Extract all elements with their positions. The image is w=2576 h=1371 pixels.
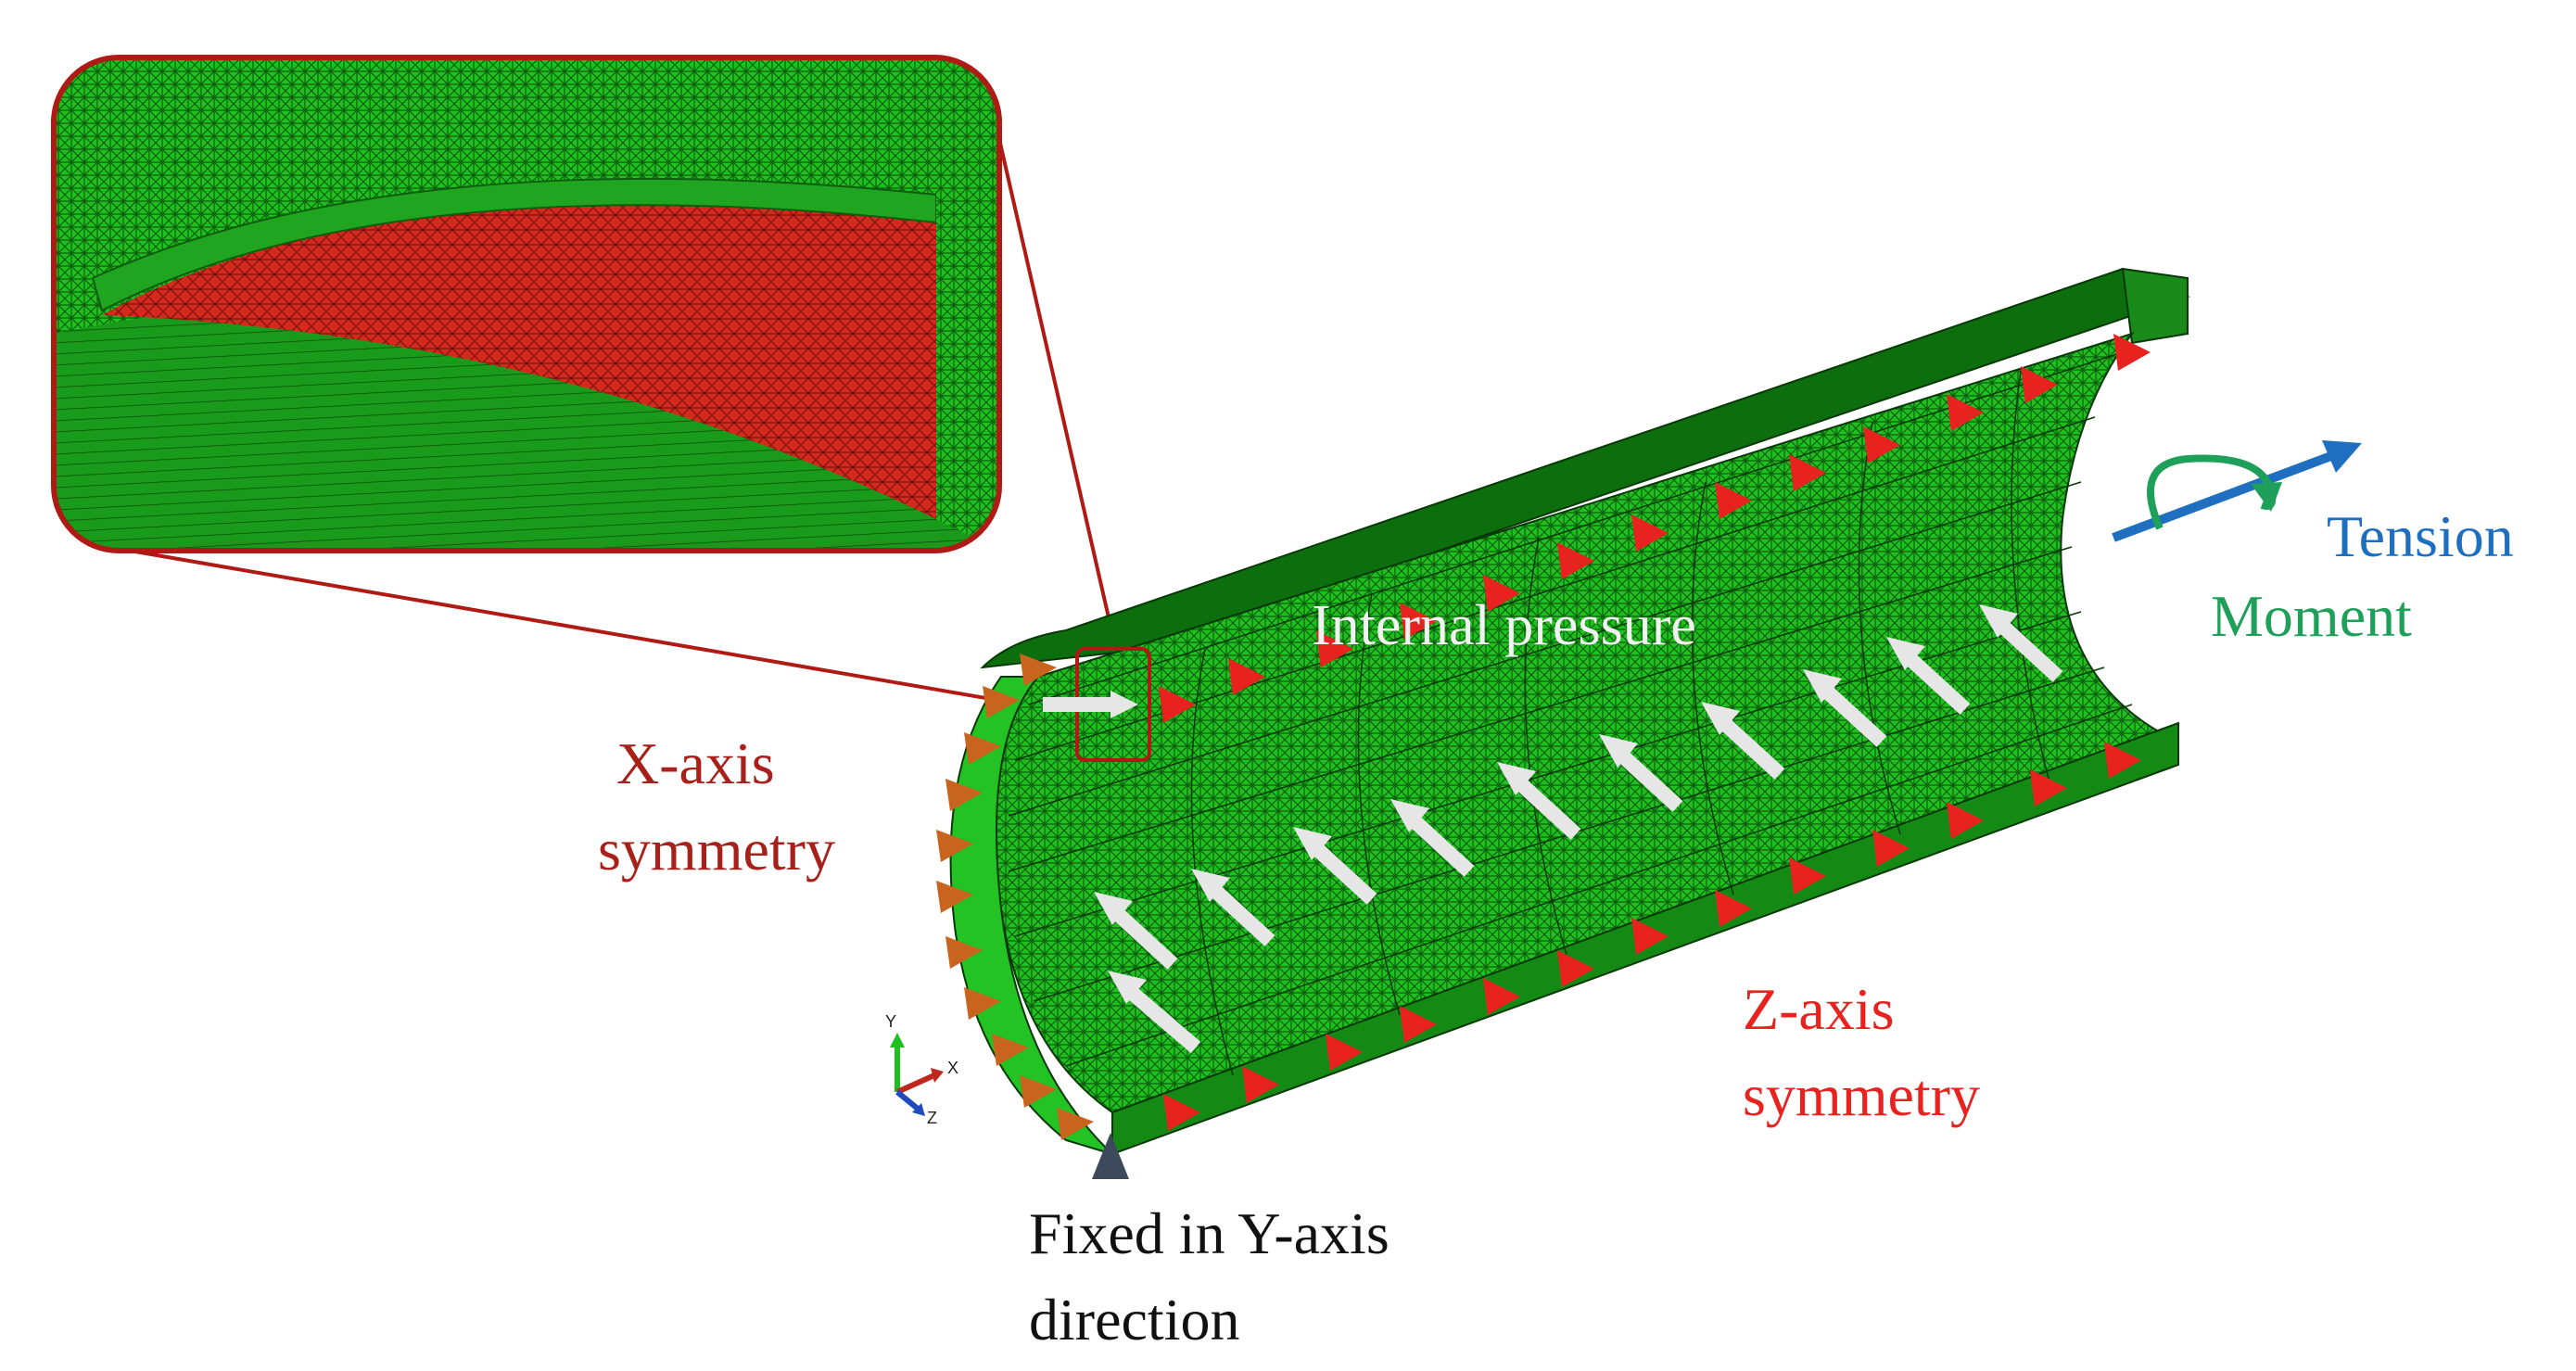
pipe-model [949,267,2190,1156]
x-symmetry-label-line2: symmetry [598,817,835,882]
z-symmetry-label-line2: symmetry [1743,1062,1980,1128]
z-bc-marker [1789,454,1826,491]
triad-x-head [931,1068,944,1083]
z-bc-marker [1242,1066,1279,1103]
pressure-arrow [1497,762,1581,840]
pressure-arrow [1043,691,1138,718]
coordinate-triad: Y X Z [885,1012,958,1127]
pipe-inner-surface [996,332,2163,1114]
pipe-far-top-cap [2121,267,2189,345]
x-bc-marker [945,936,983,969]
z-bc-marker [1228,658,1265,695]
triad-y-label: Y [885,1012,896,1031]
pressure-arrow [1390,799,1475,877]
pressure-arrow [1599,734,1683,812]
fixed-label-line2: direction [1029,1287,1239,1352]
z-bc-marker [1400,603,1437,640]
z-bc-marker [1326,1034,1363,1071]
x-bc-marker [964,732,1001,765]
pressure-arrow [1979,604,2063,682]
z-bc-marker [1557,950,1594,987]
z-bc-marker [1872,830,1910,867]
z-bc-marker [2104,742,2141,779]
z-symmetry-label-line1: Z-axis [1743,976,1895,1042]
pressure-arrow [1803,669,1887,747]
z-bc-marker [1557,542,1594,579]
x-bc-marker [1020,1075,1057,1108]
x-bc-marker [936,881,973,913]
triad-y-head [890,1033,905,1047]
tension-arrow-head [2322,440,2362,473]
inset-connector-bottom [129,549,1085,728]
z-bc-marker [1316,630,1353,667]
moment-label: Moment [2211,583,2412,649]
z-bc-marker [1789,857,1826,895]
z-bc-marker [1863,426,1900,463]
x-bc-marker [945,779,983,811]
moment-arrow-head [2251,482,2282,512]
z-bc-marker [1715,890,1752,927]
z-bc-marker [1947,802,1984,839]
inset-frame [51,55,1002,553]
pressure-arrows [1043,604,2063,1054]
x-bc-marker [936,830,973,862]
triad-z-label: Z [927,1109,937,1127]
z-bc-marker [1715,482,1752,519]
fixed-label-line1: Fixed in Y-axis [1029,1200,1390,1266]
x-bc-marker [1057,1108,1094,1140]
z-bc-marker [1483,978,1520,1015]
x-bc-marker [964,987,1001,1020]
triad-z-head [912,1103,925,1116]
pipe-mesh-lines [1008,351,2133,1076]
pressure-arrow [1191,869,1275,946]
z-bc-marker [2113,334,2151,371]
z-bc-marker [1631,514,1669,552]
inset-liner-mesh [102,203,936,519]
tension-arrow-shaft [2112,450,2338,542]
z-bc-marker [1159,686,1196,723]
triad-x-axis [895,1073,936,1095]
pressure-arrow [1701,702,1785,780]
triad-x-label: X [947,1059,958,1077]
z-bc-marker [2030,769,2067,806]
pressure-arrow [1108,971,1201,1054]
zoom-inset [51,55,1002,553]
x-bc-marker [983,686,1020,718]
z-bc-marker [1631,918,1669,955]
internal-pressure-label: Internal pressure [1312,594,1696,657]
pressure-arrow [1293,827,1377,905]
z-symmetry-markers [1159,334,2151,1131]
z-bc-marker [1483,575,1520,612]
x-bc-marker [992,1034,1029,1066]
pressure-arrow [1886,637,1971,715]
z-bc-marker [2021,366,2058,403]
x-symmetry-markers [936,654,1094,1140]
z-bc-marker [1163,1094,1200,1131]
tension-label: Tension [2327,503,2514,569]
z-bc-marker [1947,394,1984,431]
z-bc-marker [1400,1006,1437,1043]
pressure-arrow [1094,892,1178,970]
triad-z-axis [895,1089,920,1111]
fixed-y-marker [1092,1133,1129,1179]
x-bc-marker [1020,654,1057,686]
load-symbol [2112,440,2362,542]
inset-edge-mesh [936,57,999,551]
x-symmetry-label-line1: X-axis [616,730,775,796]
